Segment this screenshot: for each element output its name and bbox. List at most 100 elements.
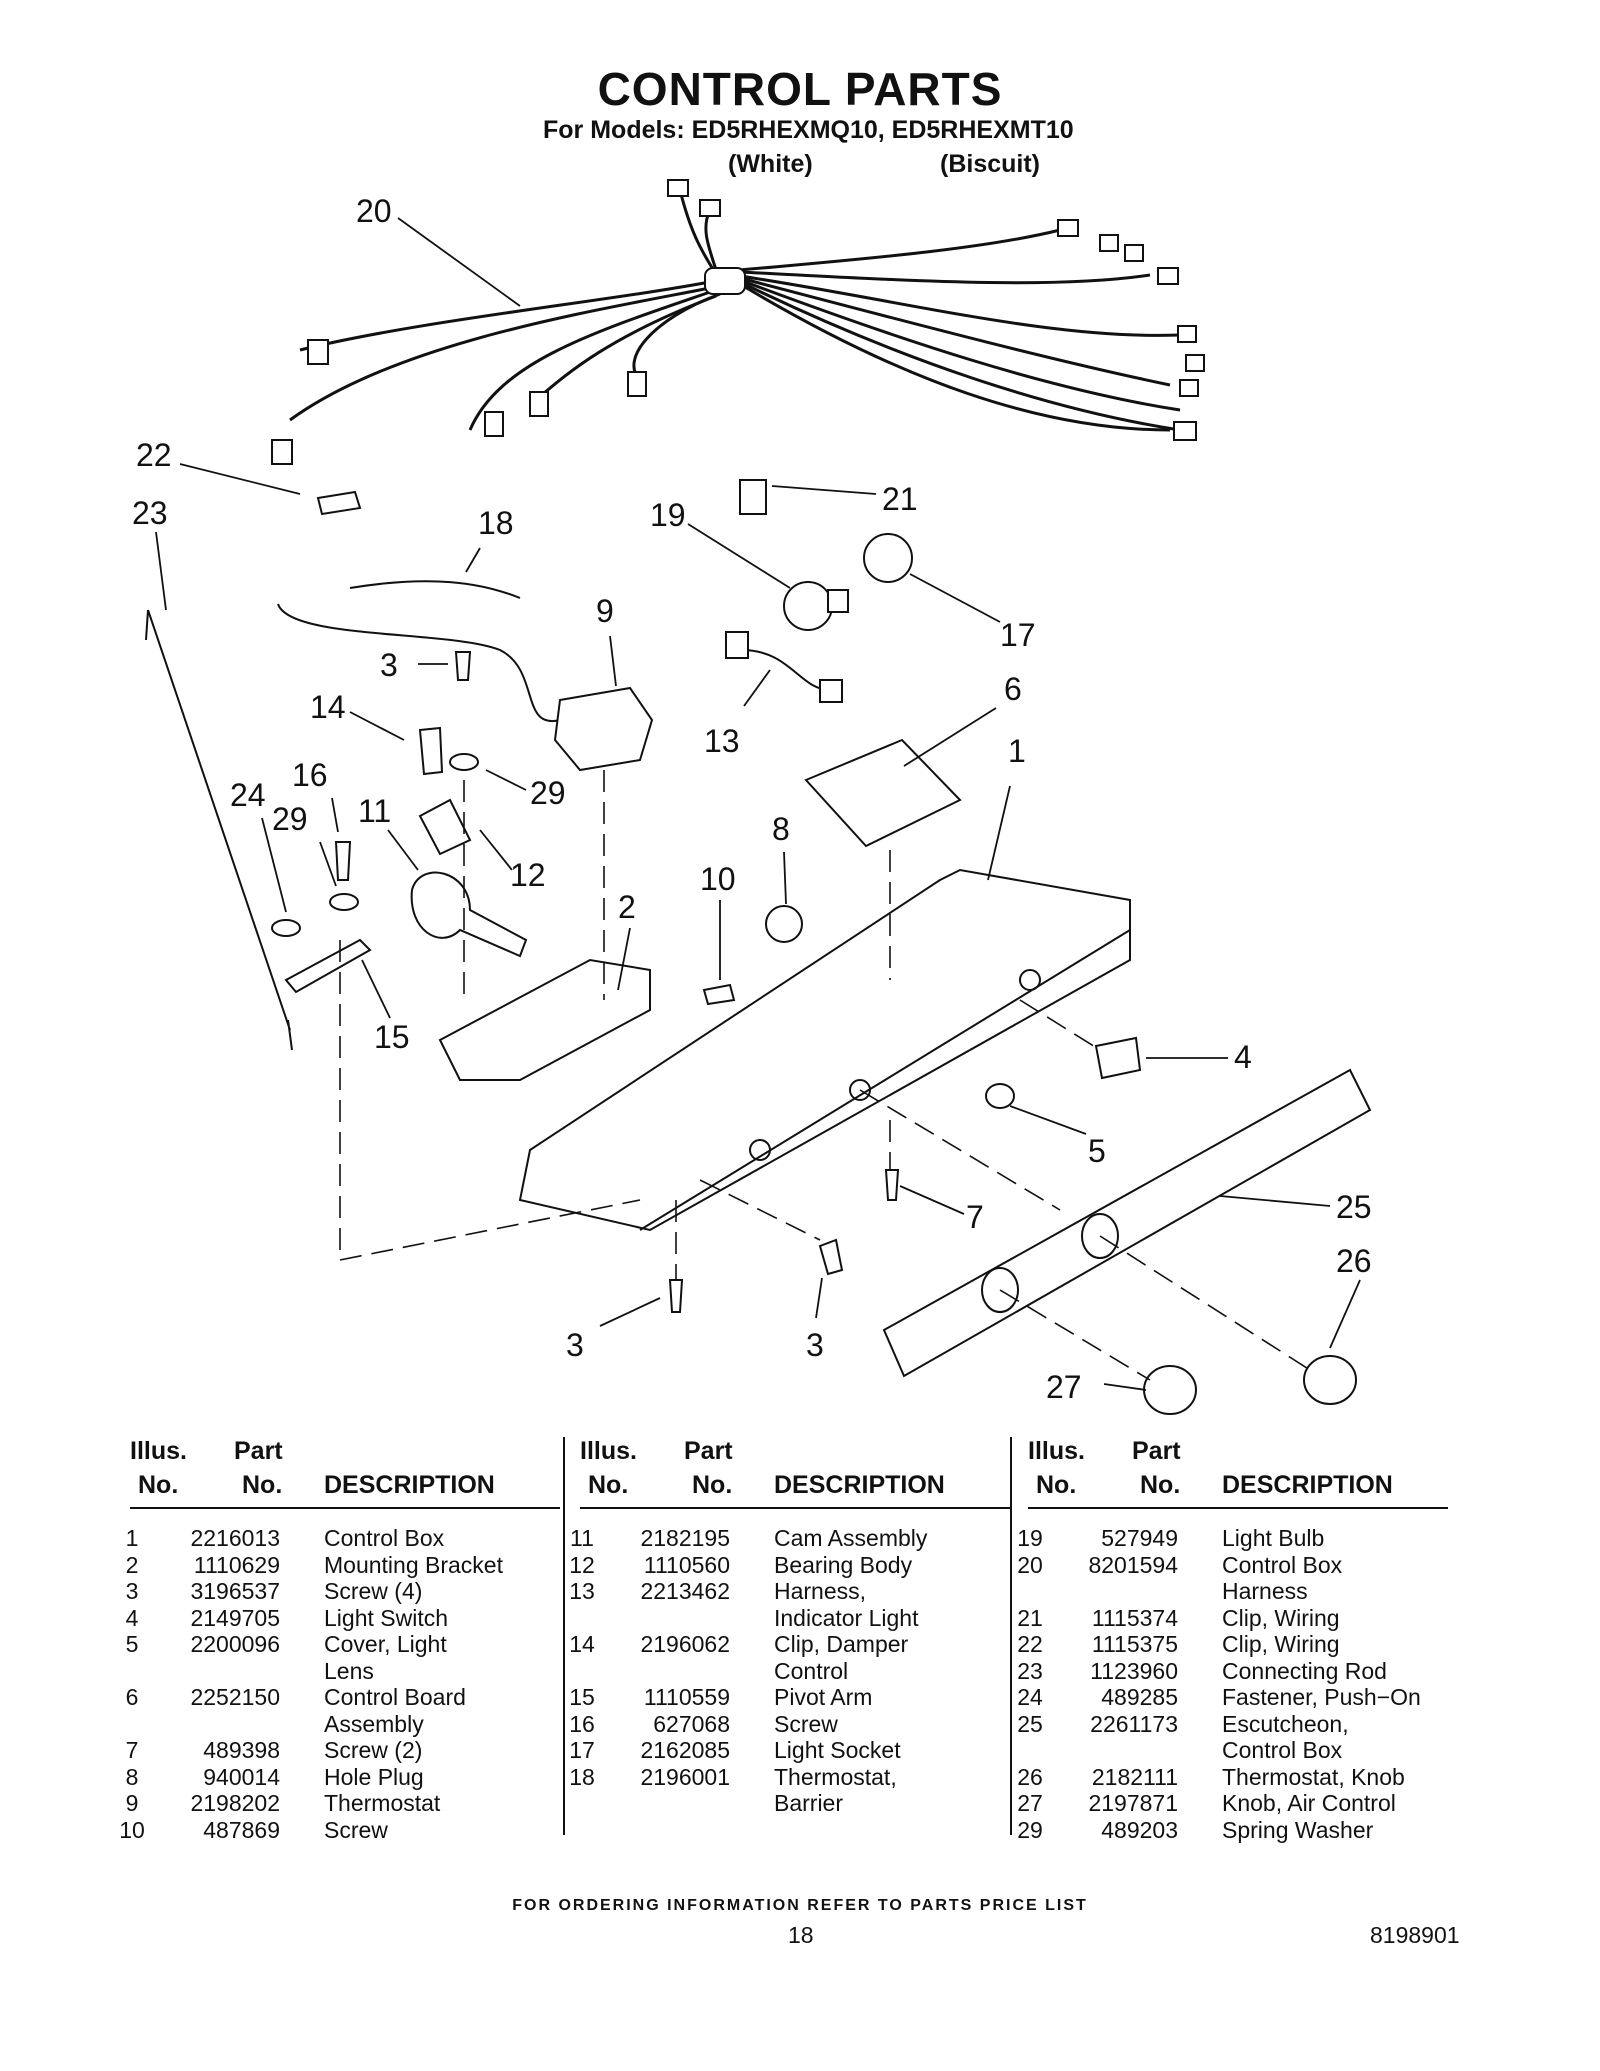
description-cont: Harness: [1222, 1578, 1308, 1604]
control-box: [518, 868, 1131, 1232]
illus-no: 8: [125, 1763, 139, 1790]
description: Screw (4): [324, 1578, 423, 1604]
description: Thermostat,: [774, 1763, 897, 1790]
table-row: 3 3196537 Screw (4): [126, 1578, 560, 1605]
illus-no: 21: [1017, 1604, 1043, 1631]
callout-19: 19: [650, 497, 686, 533]
description: Control Box: [324, 1525, 445, 1551]
mounting-bracket: [438, 958, 651, 1081]
illus-no: 29: [1017, 1816, 1043, 1843]
illus-no: 19: [1017, 1525, 1043, 1551]
callout-4: 4: [1234, 1039, 1252, 1075]
illus-no: 17: [569, 1737, 595, 1763]
table-header: Illus. No. Part No. DESCRIPTION: [1028, 1437, 1448, 1509]
description: Pivot Arm: [774, 1684, 873, 1710]
part-no: 2162085: [640, 1737, 730, 1763]
callout-15: 15: [374, 1019, 410, 1055]
description: Clip, Damper: [774, 1631, 909, 1657]
cam-assembly: [410, 871, 528, 958]
page-number: 18: [788, 1922, 814, 1948]
part-no: 2261173: [1090, 1710, 1178, 1737]
illus-no: 4: [125, 1604, 139, 1631]
callout-3-bottom-right: 3: [806, 1327, 824, 1363]
escutcheon: [882, 1068, 1372, 1378]
description: Clip, Wiring: [1222, 1631, 1340, 1657]
part-no: 2252150: [190, 1684, 280, 1710]
pivot-arm: [284, 938, 372, 994]
description: Screw: [774, 1710, 838, 1737]
illus-no: 7: [125, 1737, 139, 1763]
screw-bottom-right: [818, 1238, 844, 1276]
callout-23: 23: [132, 495, 168, 531]
part-no: 2182195: [640, 1525, 730, 1551]
description: Harness,: [774, 1578, 867, 1604]
illus-no: 3: [125, 1578, 139, 1604]
part-no: 1115375: [1091, 1631, 1178, 1657]
light-bulb: [783, 581, 833, 631]
part-no: 627068: [653, 1710, 730, 1737]
thermostat: [553, 686, 654, 772]
callout-24: 24: [230, 777, 266, 813]
illus-no: 14: [569, 1631, 595, 1657]
part-no: 3196537: [190, 1578, 280, 1604]
description-cont: Indicator Light: [774, 1604, 919, 1631]
part-no: 2182111: [1091, 1763, 1178, 1790]
description: Cover, Light: [324, 1631, 447, 1657]
part-no: 2213462: [640, 1578, 730, 1604]
description: Control Board: [324, 1684, 466, 1710]
part-no: 2200096: [190, 1631, 280, 1657]
exploded-parts-diagram: 20 22 23 18 19 21 17 9 3 14 13 6 1 16 24…: [132, 179, 1372, 1415]
illus-no: 1: [125, 1525, 139, 1551]
description: Screw: [324, 1816, 388, 1843]
callout-11: 11: [358, 793, 391, 829]
illus-no: 9: [125, 1790, 139, 1816]
description: Light Bulb: [1222, 1525, 1325, 1551]
description: Thermostat, Knob: [1222, 1763, 1405, 1790]
light-switch: [1094, 1036, 1142, 1080]
callout-26: 26: [1336, 1243, 1372, 1279]
description: Thermostat: [324, 1790, 441, 1816]
description: Bearing Body: [774, 1551, 913, 1578]
color-biscuit-label: (Biscuit): [940, 150, 1040, 178]
description: Cam Assembly: [774, 1525, 928, 1551]
description: Clip, Wiring: [1222, 1604, 1340, 1631]
illus-no: 23: [1017, 1657, 1043, 1684]
description-cont: Assembly: [324, 1710, 424, 1737]
color-white-label: (White): [728, 150, 813, 178]
table-row: 1 2216013 Control Box: [126, 1525, 560, 1552]
description: Knob, Air Control: [1222, 1790, 1396, 1816]
screw-bottom-left: [668, 1279, 684, 1313]
air-control-knob: [1143, 1365, 1197, 1415]
illus-no: 6: [125, 1684, 139, 1710]
description: Light Socket: [774, 1737, 901, 1763]
screw-16: [334, 841, 352, 881]
callout-22: 22: [136, 437, 172, 473]
illus-no: 27: [1017, 1790, 1043, 1816]
callout-17: 17: [1000, 617, 1036, 653]
illus-no: 15: [569, 1684, 595, 1710]
part-no: 2216013: [190, 1525, 280, 1551]
part-no: 2149705: [190, 1604, 280, 1631]
callout-2: 2: [618, 889, 636, 925]
callout-27: 27: [1046, 1369, 1082, 1405]
screw-top: [454, 651, 472, 681]
part-no: 2197871: [1088, 1790, 1178, 1816]
table-row: 17 2162085 Light Socket: [569, 1737, 1010, 1764]
description-cont: Control Box: [1222, 1737, 1343, 1763]
callout-20: 20: [356, 193, 392, 229]
callout-21: 21: [882, 481, 918, 517]
